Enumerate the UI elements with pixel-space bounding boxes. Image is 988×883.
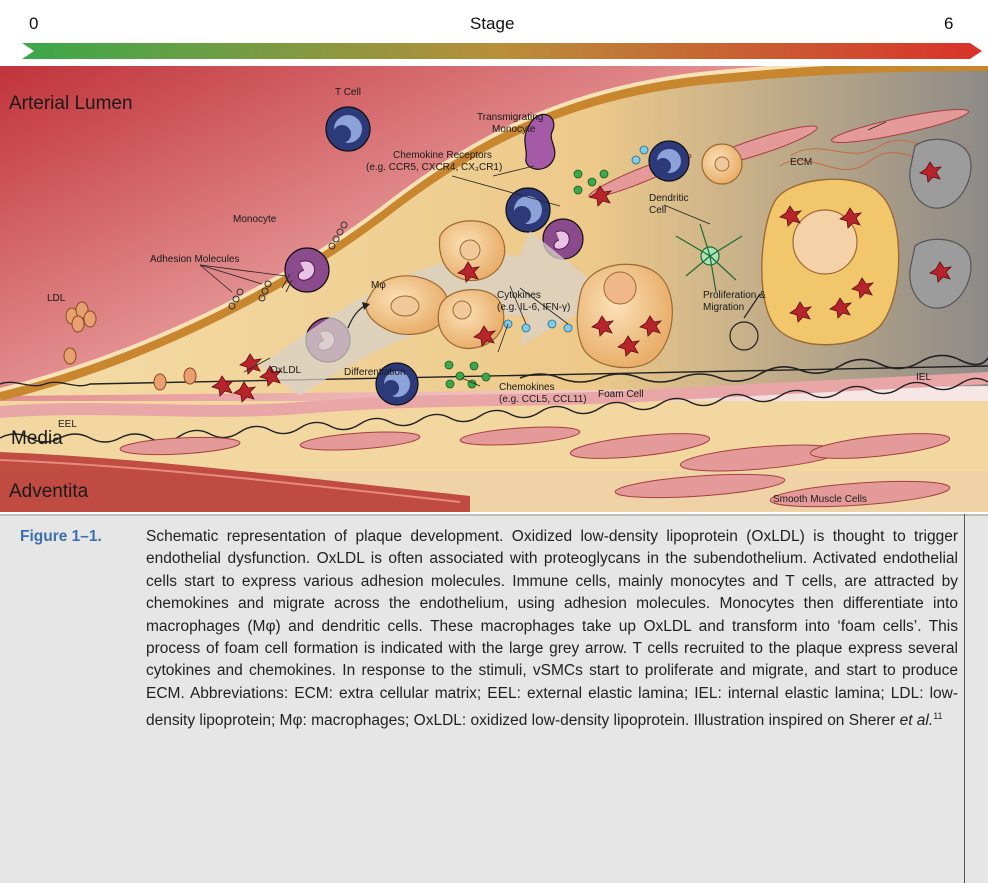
- dendritic-cell-label-1: Dendritic: [649, 193, 688, 205]
- iel-label: IEL: [916, 372, 931, 384]
- round-cell-ecm: [702, 144, 742, 184]
- chemokine-receptors-label-1: Chemokine Receptors: [393, 150, 492, 162]
- large-foam-cell: [762, 179, 899, 345]
- cytokines-label-1: Cytokines: [497, 290, 541, 302]
- proliferation-label-2: Migration: [703, 302, 744, 314]
- foam-cell: [577, 264, 672, 367]
- macrophage-label: Mφ: [371, 280, 386, 292]
- caption-right-border: [964, 514, 965, 883]
- caption-divider: [0, 514, 988, 516]
- dendritic-cell-label-2: Cell: [649, 205, 666, 217]
- caption-body: Schematic representation of plaque devel…: [146, 528, 958, 729]
- figure-caption-title: Figure 1–1.: [20, 526, 150, 548]
- smooth-muscle-cells-label: Smooth Muscle Cells: [773, 494, 867, 506]
- chemokines-label-2: (e.g. CCL5, CCL11): [499, 394, 587, 406]
- stage-title: Stage: [470, 14, 514, 34]
- figure-caption-text: Schematic representation of plaque devel…: [146, 526, 958, 733]
- ecm-label: ECM: [790, 157, 812, 169]
- t-cell-top: [326, 107, 370, 151]
- proliferation-label-1: Proliferation &: [703, 290, 766, 302]
- arterial-lumen-label: Arterial Lumen: [9, 93, 133, 115]
- cytokines-label-2: (e.g. IL-6, IFN-γ): [497, 302, 570, 314]
- transmigrating-label-1: Transmigrating: [477, 112, 543, 124]
- caption-citation-ref: 11: [933, 711, 942, 721]
- transmigrating-label-2: Monocyte: [492, 124, 535, 136]
- t-cell-right: [649, 141, 689, 181]
- ldl-label: LDL: [47, 293, 65, 305]
- media-label: Media: [11, 428, 63, 450]
- foam-cell-label: Foam Cell: [598, 389, 644, 401]
- macrophage-oxldl-2: [438, 290, 504, 349]
- monocyte-lumen: [285, 248, 329, 292]
- oxldl-label: OxLDL: [270, 365, 301, 377]
- stage-arrow-shape: [22, 43, 982, 59]
- adhesion-molecules-label: Adhesion Molecules: [150, 254, 240, 266]
- adventitia-label: Adventita: [9, 481, 88, 503]
- monocyte-label: Monocyte: [233, 214, 276, 226]
- chemokine-receptors-label-2: (e.g. CCR5, CXCR4, CX₃CR1): [366, 162, 502, 174]
- caption-citation-author: et al.: [900, 712, 934, 729]
- stage-max-label: 6: [944, 14, 953, 34]
- chemokines-label-1: Chemokines: [499, 382, 555, 394]
- t-cell-label: T Cell: [335, 87, 361, 99]
- eel-label: EEL: [58, 419, 77, 431]
- t-cell-plaque: [506, 188, 550, 232]
- differentiation-label: Differentiation: [344, 367, 406, 379]
- stage-min-label: 0: [29, 14, 38, 34]
